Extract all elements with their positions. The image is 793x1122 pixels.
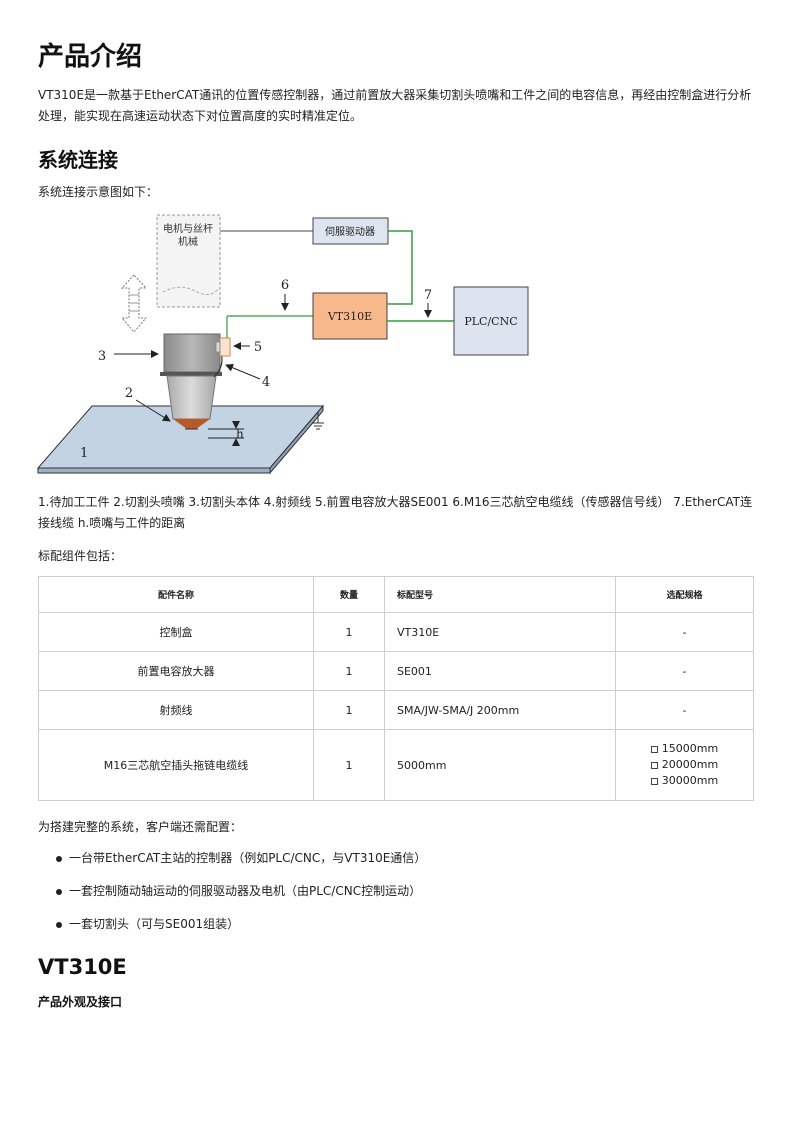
label-6: 6 <box>281 278 289 293</box>
bullet-icon <box>56 889 62 895</box>
cell-options: 15000mm 20000mm 30000mm <box>615 729 754 801</box>
cell-model: SMA/JW-SMA/J 200mm <box>384 690 616 730</box>
cell-qty: 1 <box>313 651 385 691</box>
cell-qty: 1 <box>313 612 385 652</box>
checkbox-icon <box>650 761 658 769</box>
components-table: 配件名称 数量 标配型号 选配规格 控制盒 1 VT310E - 前置电容放大器… <box>38 576 754 801</box>
vt310e-controller-box <box>312 292 388 340</box>
connection-caption: 系统连接示意图如下： <box>38 185 159 199</box>
intro-paragraph: VT310E是一款基于EtherCAT通讯的位置传感控制器，通过前置放大器采集切… <box>38 88 752 123</box>
label-5: 5 <box>254 340 262 355</box>
table-row: M16三芯航空插头拖链电缆线 1 5000mm 15000mm 20000mm … <box>38 729 754 801</box>
cell-name: 控制盒 <box>38 612 314 652</box>
table-row: 前置电容放大器 1 SE001 - <box>38 651 754 691</box>
cell-options: - <box>615 612 754 652</box>
motor-label-line2: 机械 <box>178 235 198 248</box>
option-item: 30000mm <box>616 773 753 789</box>
table-header-model: 标配型号 <box>384 576 616 613</box>
table-row: 控制盒 1 VT310E - <box>38 612 754 652</box>
table-header-row: 配件名称 数量 标配型号 选配规格 <box>38 576 754 613</box>
cutting-head-nozzle <box>166 375 217 420</box>
cell-name: 前置电容放大器 <box>38 651 314 691</box>
bullet-icon <box>56 922 62 928</box>
option-item: 15000mm <box>616 741 753 757</box>
plc-cnc-box <box>453 286 529 356</box>
label-h: h <box>236 427 244 441</box>
diagram-legend: 1.待加工工件 2.切割头喷嘴 3.切割头本体 4.射频线 5.前置电容放大器S… <box>38 495 752 530</box>
controller-label: VT310E <box>327 310 372 323</box>
cutting-head-body <box>163 333 221 373</box>
page-title: 产品介绍 <box>38 42 143 72</box>
config-list: 一台带EtherCAT主站的控制器（例如PLC/CNC，与VT310E通信） 一… <box>38 848 426 947</box>
list-item: 一套控制随动轴运动的伺服驱动器及电机（由PLC/CNC控制运动） <box>38 881 426 914</box>
table-header-name: 配件名称 <box>38 576 314 613</box>
cell-model: SE001 <box>384 651 616 691</box>
servo-drive-box <box>312 217 389 245</box>
label-3: 3 <box>98 349 106 364</box>
components-caption: 标配组件包括： <box>38 549 123 563</box>
list-item: 一套切割头（可与SE001组装） <box>38 914 426 947</box>
plc-label: PLC/CNC <box>464 315 517 328</box>
label-2: 2 <box>125 386 133 401</box>
cell-options: - <box>615 651 754 691</box>
cell-model: 5000mm <box>384 729 616 801</box>
system-connection-diagram: 1 电机与丝杆 机械 伺服驱动器 VT310E PLC/CNC 6 7 3 5 … <box>36 214 529 475</box>
motor-screw-box <box>156 214 221 308</box>
motor-label-line1: 电机与丝杆 <box>163 222 213 235</box>
preamplifier-box <box>219 337 231 357</box>
checkbox-icon <box>650 777 658 785</box>
label-7: 7 <box>424 288 432 303</box>
checkbox-icon <box>650 745 658 753</box>
label-1: 1 <box>80 446 88 461</box>
cell-name: M16三芯航空插头拖链电缆线 <box>38 729 314 801</box>
table-header-qty: 数量 <box>313 576 385 613</box>
cell-qty: 1 <box>313 729 385 801</box>
option-item: 20000mm <box>616 757 753 773</box>
bullet-icon <box>56 856 62 862</box>
table-header-options: 选配规格 <box>615 576 754 613</box>
section-title-product: VT310E <box>38 955 127 979</box>
cell-qty: 1 <box>313 690 385 730</box>
cell-model: VT310E <box>384 612 616 652</box>
list-item: 一台带EtherCAT主站的控制器（例如PLC/CNC，与VT310E通信） <box>38 848 426 881</box>
config-caption: 为搭建完整的系统，客户端还需配置： <box>38 820 243 834</box>
servo-label: 伺服驱动器 <box>325 225 375 238</box>
cell-name: 射频线 <box>38 690 314 730</box>
cell-options: - <box>615 690 754 730</box>
table-row: 射频线 1 SMA/JW-SMA/J 200mm - <box>38 690 754 730</box>
label-4: 4 <box>262 375 270 390</box>
section-title-connection: 系统连接 <box>38 148 118 172</box>
subsection-title-appearance: 产品外观及接口 <box>38 995 123 1009</box>
